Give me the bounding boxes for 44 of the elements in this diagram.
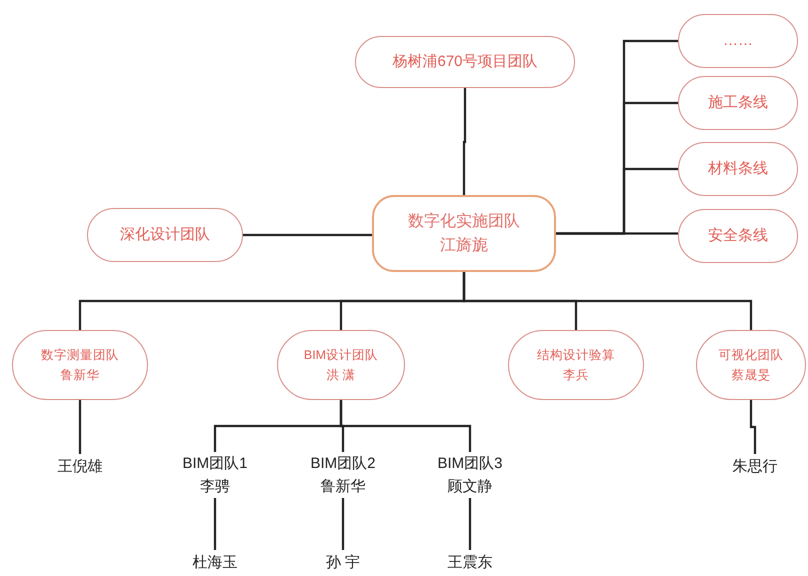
team-name: 王倪雄 bbox=[58, 456, 102, 476]
team-name: 结构设计验算 bbox=[537, 347, 615, 364]
connector-line bbox=[243, 234, 372, 236]
team-name: …… bbox=[723, 31, 753, 51]
team-name: 数字测量团队 bbox=[41, 347, 119, 364]
team-pill bbox=[87, 208, 243, 262]
person-name: 鲁新华 bbox=[60, 367, 100, 384]
team-name: BIM团队1 bbox=[182, 454, 248, 474]
team-name: 王震东 bbox=[448, 552, 492, 572]
team-name: 朱思行 bbox=[732, 456, 778, 476]
connector-line bbox=[556, 232, 678, 235]
team-box bbox=[372, 195, 556, 272]
team-name: 可视化团队 bbox=[718, 347, 784, 364]
team-name: 数字化实施团队 bbox=[408, 212, 520, 232]
connector-line bbox=[462, 88, 466, 195]
team-name: 材料条线 bbox=[708, 159, 768, 179]
team-name: BIM团队2 bbox=[310, 454, 376, 474]
team-pill bbox=[678, 209, 798, 263]
team-name: BIM团队3 bbox=[437, 454, 502, 474]
team-pill bbox=[678, 142, 798, 196]
person-name: 蔡晟旻 bbox=[732, 367, 770, 384]
team-name: 杜海玉 bbox=[192, 552, 238, 572]
connector-line bbox=[214, 498, 216, 550]
connector-line bbox=[750, 400, 756, 454]
team-name: 杨树浦670号项目团队 bbox=[392, 52, 538, 72]
person-name: 江旖旎 bbox=[440, 236, 488, 256]
connector-line bbox=[342, 498, 344, 550]
team-name: 深化设计团队 bbox=[120, 225, 210, 245]
team-pill bbox=[678, 14, 798, 68]
person-name: 顾文静 bbox=[448, 477, 492, 497]
person-name: 鲁新华 bbox=[320, 477, 366, 497]
connector-line bbox=[78, 400, 82, 454]
person-name: 洪 潇 bbox=[326, 367, 356, 384]
person-name: 李兵 bbox=[563, 367, 589, 384]
person-name: 李骋 bbox=[200, 477, 230, 497]
connector-line bbox=[468, 498, 472, 550]
team-name: BIM设计团队 bbox=[304, 347, 378, 364]
connector-line bbox=[340, 400, 472, 452]
team-pill bbox=[355, 36, 575, 88]
team-name: 施工条线 bbox=[708, 93, 768, 113]
team-name: 孙 宇 bbox=[326, 552, 360, 572]
team-name: 安全条线 bbox=[708, 226, 768, 246]
team-pill bbox=[678, 76, 798, 130]
connector-line bbox=[462, 272, 752, 330]
